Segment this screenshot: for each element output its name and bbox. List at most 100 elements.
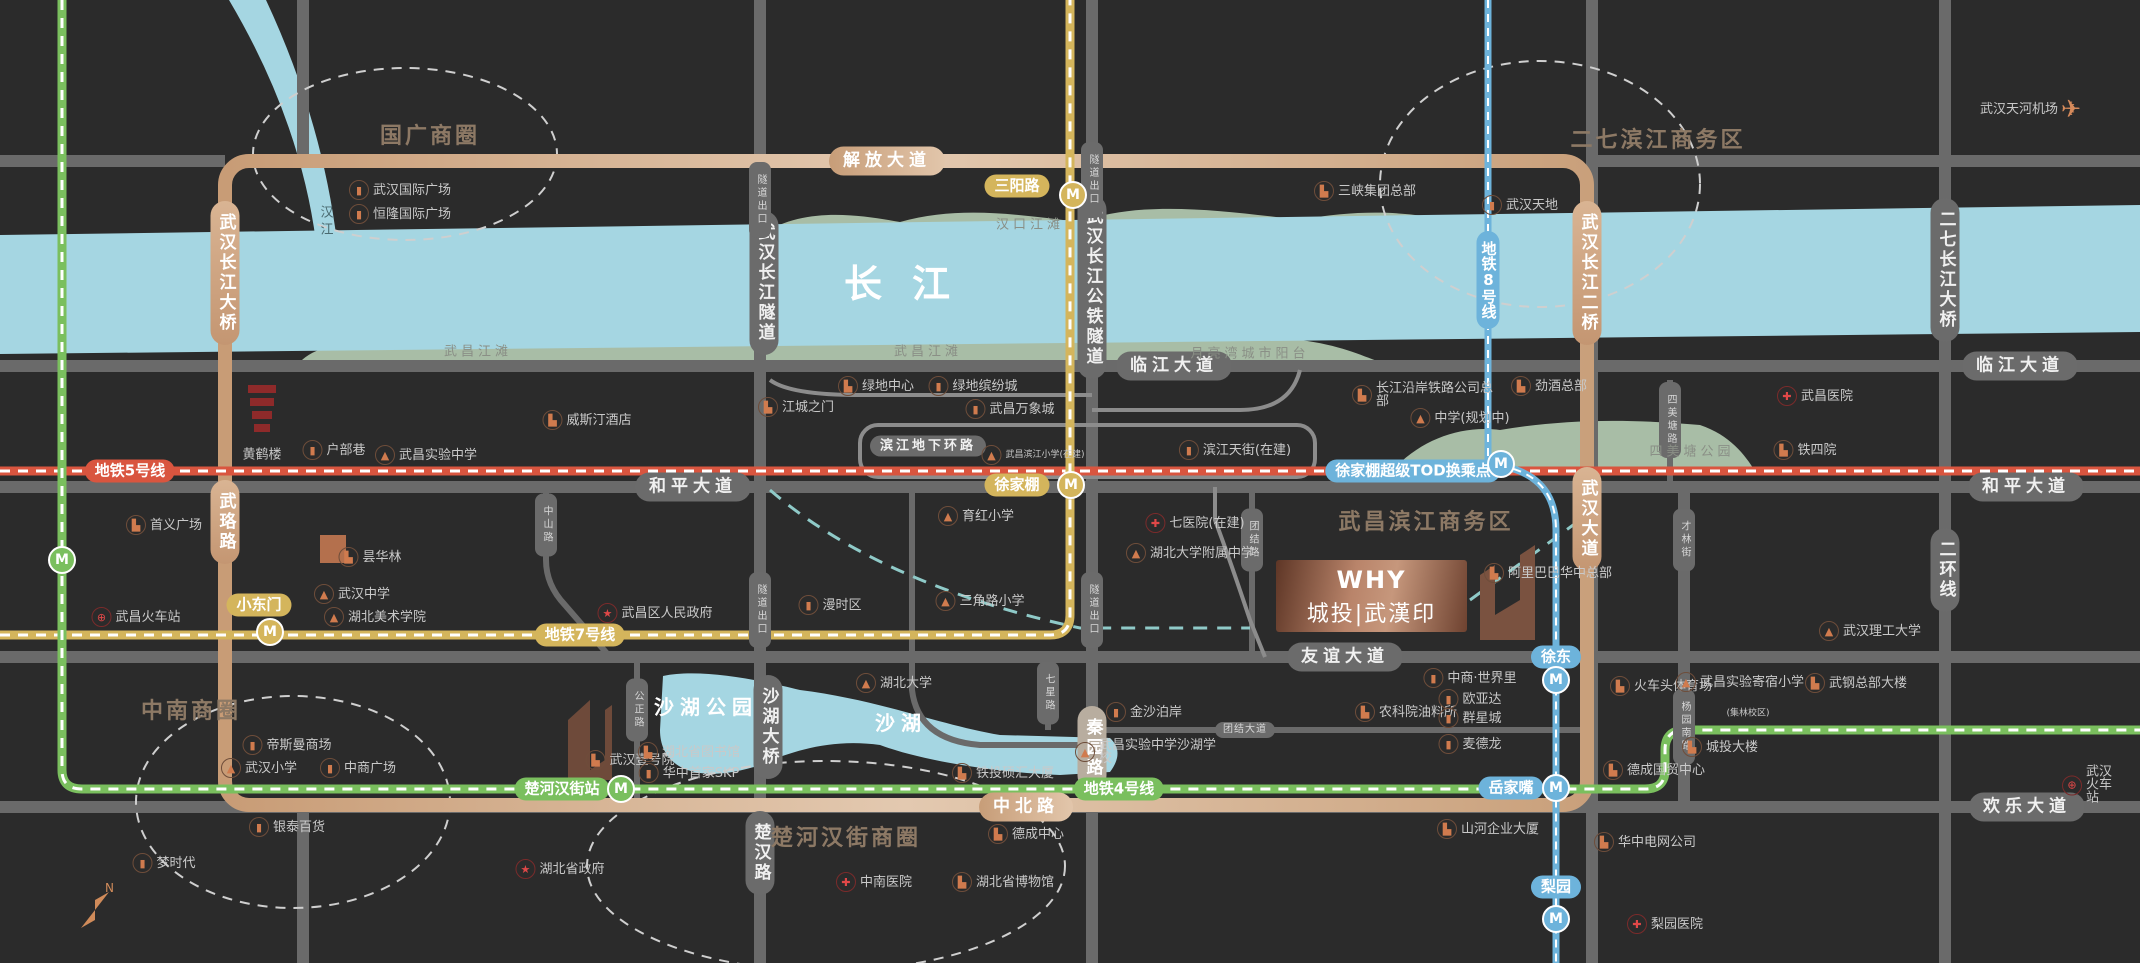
poi-marker[interactable]: ▙农科院油料所 [1354,702,1457,722]
metro-station-icon[interactable]: M [1542,666,1570,694]
road-label: 临江大道 [1116,351,1232,381]
building-icon: ▙ [1436,819,1457,839]
hospital-icon: ✚ [1626,914,1647,934]
station-label[interactable]: 梨园 [1530,875,1582,899]
poi-marker[interactable]: ▮滨江天街(在建) [1178,440,1291,460]
poi-marker[interactable]: ▙德成中心 [987,824,1064,844]
star-icon: ★ [597,603,618,623]
poi-marker[interactable]: ▲武汉中学 [313,584,390,604]
project-logo-marker[interactable]: WHY 城投|武漢印 [1276,560,1467,632]
poi-marker[interactable]: ▙绿地中心 [837,376,914,396]
poi-marker[interactable]: ▮武汉天地 [1481,195,1558,215]
poi-marker[interactable]: ▙湖北省博物馆 [951,872,1054,892]
station-label[interactable]: 小东门 [226,593,292,617]
metro-station-icon[interactable]: M [607,775,635,803]
poi-marker[interactable]: ★湖北省政府 [515,859,605,879]
shop-icon: ▮ [638,763,659,783]
poi-marker[interactable]: ▲武昌实验寄宿小学 [1675,672,1804,692]
poi-marker[interactable]: ▲湖北大学附属中学 [1125,543,1255,563]
poi-marker[interactable]: ▮金沙泊岸 [1105,702,1182,722]
poi-marker[interactable]: ▮华中首家SKP [638,763,739,783]
poi-name: 劲酒总部 [1534,378,1588,394]
poi-marker[interactable]: ▮帝斯曼商场 [242,735,332,755]
poi-marker[interactable]: ▙德成国贸中心 [1602,760,1705,780]
metro-station-icon[interactable]: M [1057,471,1085,499]
poi-marker[interactable]: ▮武汉国际广场 [348,180,451,200]
poi-marker[interactable]: ▙华中电网公司 [1593,832,1696,852]
poi-marker[interactable]: ▙城投大楼 [1681,737,1758,757]
poi-marker[interactable]: ▙铁投硕汇大厦 [951,763,1054,783]
poi-marker[interactable]: ▲武汉理工大学 [1818,621,1922,641]
shop-icon: ▮ [348,204,369,224]
station-label[interactable]: 徐东 [1530,645,1582,669]
poi-marker[interactable]: ▲育红小学 [937,506,1014,526]
poi-marker[interactable]: ▮梦时代 [132,853,196,873]
poi-marker[interactable]: ▙阿里巴巴华中总部 [1483,563,1612,583]
station-label[interactable]: 徐家棚 [984,473,1050,497]
poi-marker[interactable]: ▮户部巷 [302,440,366,460]
poi-marker[interactable]: ▲武汉小学 [220,758,297,778]
star-icon: ★ [515,859,536,879]
poi-marker[interactable]: ✚梨园医院 [1626,914,1703,934]
poi-marker[interactable]: ▙劲酒总部 [1510,376,1588,396]
poi-marker[interactable]: ▲武昌滨江小学(在建) [981,445,1085,465]
metro-station-icon[interactable]: M [256,618,284,646]
poi-name: 武汉理工大学 [1842,623,1922,639]
poi-marker[interactable]: ▙昙华林 [338,547,402,567]
poi-marker[interactable]: ▲湖北大学 [855,673,932,693]
poi-marker[interactable]: ▙武钢总部大楼 [1804,673,1907,693]
poi-marker[interactable]: ▙威斯汀酒店 [542,410,632,430]
poi-marker[interactable]: ▲湖北美术学院 [323,607,426,627]
poi-marker[interactable]: ▲三角路小学 [935,591,1025,611]
poi-marker[interactable]: ▮武昌万象城 [965,399,1055,419]
district-label: 楚河汉街商圈 [770,826,922,851]
poi-marker[interactable]: ▲中学(规划中) [1410,408,1510,428]
poi-marker[interactable]: ▙长江沿岸铁路公司总部 [1352,382,1496,408]
metro-station-icon[interactable]: M [1542,774,1570,802]
poi-marker[interactable]: ★武昌区人民政府 [597,603,713,623]
poi-marker[interactable]: ▮群星城 [1438,708,1502,728]
poi-marker[interactable]: ▮恒隆国际广场 [348,204,451,224]
poi-name: 昙华林 [362,549,402,565]
poi-marker[interactable]: ⊕武汉火车站 [2062,766,2114,805]
metro-station-icon[interactable]: M [1059,181,1087,209]
poi-marker[interactable]: ▮银泰百货 [248,817,325,837]
poi-name: 湖北大学附属中学 [1149,545,1255,561]
metro-station-icon[interactable]: M [48,546,76,574]
poi-marker[interactable]: ▙铁四院 [1773,440,1837,460]
poi-marker[interactable]: ▙湖北省图书馆 [637,742,740,762]
poi-marker[interactable]: ▮麦德龙 [1438,734,1502,754]
school-icon: ▲ [323,607,344,627]
train-icon: ⊕ [91,607,112,627]
poi-marker[interactable]: ✚武昌医院 [1776,386,1853,406]
hospital-icon: ✚ [1776,386,1797,406]
metro-station-icon[interactable]: M [1487,450,1515,478]
station-label[interactable]: 三阳路 [984,174,1050,198]
poi-marker[interactable]: ⊕武昌火车站 [91,607,181,627]
poi-marker[interactable]: ▤黄鹤楼 [242,449,281,462]
poi-marker[interactable]: ▙山河企业大厦 [1436,819,1539,839]
poi-marker[interactable]: ▮欧亚达 [1438,689,1502,709]
poi-marker[interactable]: ▲武昌实验中学沙湖学校 [1075,739,1219,765]
poi-marker[interactable]: ▙三峡集团总部 [1313,181,1416,201]
station-label[interactable]: 岳家嘴 [1478,776,1544,800]
poi-name: 中南医院 [859,874,913,890]
poi-marker[interactable]: (集林校区) [1726,709,1769,719]
poi-marker[interactable]: ▮中商广场 [319,758,396,778]
poi-marker[interactable]: ▮绿地缤纷城 [928,376,1018,396]
poi-marker[interactable]: ▮漫时区 [798,595,862,615]
poi-marker[interactable]: ▙江城之门 [757,397,834,417]
poi-marker[interactable]: ✚七医院(在建) [1145,513,1245,533]
poi-marker[interactable]: ▙首义广场 [125,515,202,535]
building-icon: ▙ [585,750,606,770]
metro-line-label: 地铁8号线 [1476,231,1500,329]
station-label[interactable]: 徐家棚超级TOD换乘点 [1325,459,1501,483]
poi-marker[interactable]: ✚中南医院 [835,872,913,892]
building-illustrations: N [81,385,1535,928]
poi-marker[interactable]: ▲武昌实验中学 [374,445,477,465]
poi-marker[interactable]: 武汉天河机场✈ [1980,97,2081,121]
station-label[interactable]: 楚河汉街站 [514,777,610,801]
road-label: 四美塘路 [1659,382,1681,458]
poi-marker[interactable]: ▮中商·世界里 [1423,668,1517,688]
metro-station-icon[interactable]: M [1542,905,1570,933]
